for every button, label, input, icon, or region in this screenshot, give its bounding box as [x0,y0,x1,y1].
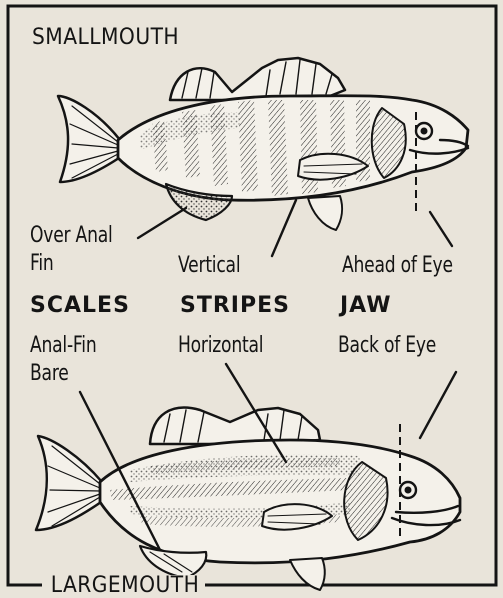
scales-header: SCALES [30,295,130,317]
largemouth-scales-label-line2: Bare [30,363,69,385]
jaw-header: JAW [340,295,392,317]
smallmouth-scales-label-line1: Over Anal [30,225,113,247]
largemouth-jaw-label: Back of Eye [338,335,436,357]
largemouth-dorsal-fin [150,408,320,444]
smallmouth-scales-label-line2: Fin [30,253,54,275]
largemouth-fish [36,408,460,590]
smallmouth-stripes-label: Vertical [178,255,240,277]
largemouth-title: LARGEMOUTH [48,575,202,597]
smallmouth-title: SMALLMOUTH [32,27,179,49]
smallmouth-pelvic-fin [308,196,342,230]
largemouth-tail [36,436,104,530]
largemouth-scales-label-line1: Anal-Fin [30,335,96,357]
smallmouth-jaw-label: Ahead of Eye [342,255,453,277]
smallmouth-pointers [138,200,452,256]
largemouth-stripes-label: Horizontal [178,335,263,357]
smallmouth-fish [58,58,468,230]
stripes-header: STRIPES [180,295,290,317]
